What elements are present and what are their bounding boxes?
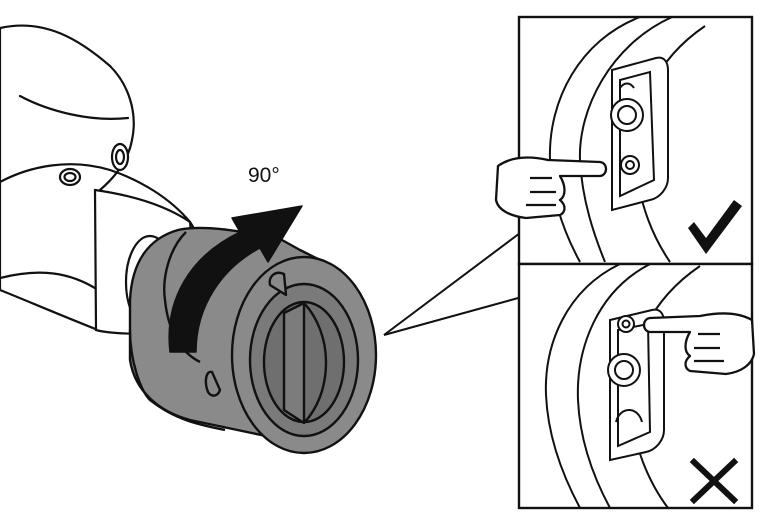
lens-cap-closeup-incorrect [544, 263, 701, 509]
panel-incorrect [517, 262, 756, 510]
lens-cap-closeup-correct [548, 16, 706, 263]
lens-cap-icon [128, 226, 378, 455]
panel-correct [494, 15, 754, 266]
check-mark-icon [688, 200, 742, 254]
callout-lines [383, 217, 541, 336]
rotation-angle-label: 90° [248, 164, 280, 187]
cross-mark-icon [689, 457, 739, 505]
curved-arrow-icon [168, 205, 303, 353]
pointing-hand-icon [494, 156, 608, 220]
pointing-hand-icon [642, 312, 756, 376]
